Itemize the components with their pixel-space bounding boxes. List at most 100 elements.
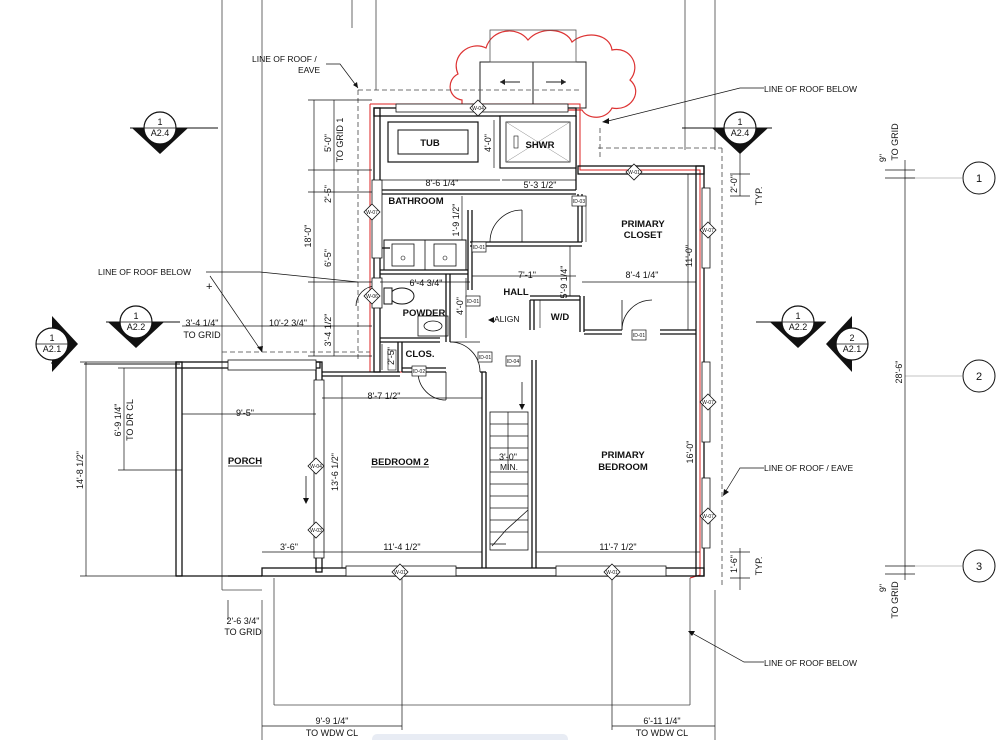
grid-bubble-1: 1	[905, 161, 996, 195]
svg-text:TO GRID: TO GRID	[890, 123, 900, 161]
svg-text:2'-5": 2'-5"	[323, 185, 333, 203]
svg-text:TYP.: TYP.	[754, 187, 764, 206]
svg-text:2: 2	[849, 333, 854, 343]
svg-text:W-04: W-04	[472, 106, 484, 112]
svg-text:W-07: W-07	[702, 400, 714, 406]
note-align: ALIGN	[494, 314, 520, 324]
room-primary-closet-2: CLOSET	[624, 230, 663, 241]
section-marker-top-right: 1 A2.4	[682, 111, 772, 154]
svg-text:18'-0": 18'-0"	[303, 225, 313, 248]
stair	[489, 382, 529, 551]
svg-text:4'-0": 4'-0"	[483, 134, 493, 152]
svg-text:4'-0": 4'-0"	[455, 297, 465, 315]
svg-text:7'-1": 7'-1"	[518, 270, 536, 280]
svg-text:TO WDW CL: TO WDW CL	[306, 728, 358, 738]
svg-text:28'-6": 28'-6"	[894, 361, 904, 384]
svg-text:6'-4 3/4": 6'-4 3/4"	[410, 278, 443, 288]
section-marker-mid-right: 1 A2.2	[756, 305, 826, 348]
svg-text:5'-3 1/2": 5'-3 1/2"	[524, 180, 557, 190]
svg-text:9": 9"	[878, 584, 888, 592]
svg-text:A2.4: A2.4	[151, 128, 170, 138]
svg-text:A2.1: A2.1	[43, 344, 62, 354]
room-closet: CLOS.	[405, 349, 434, 360]
svg-text:W-03: W-03	[310, 528, 322, 534]
svg-text:ID-02: ID-02	[413, 369, 425, 375]
dimension-lines	[80, 99, 915, 730]
note-roof-eave-right: LINE OF ROOF / EAVE	[764, 463, 853, 473]
roof-lines	[221, 0, 716, 740]
grid-bubble-3: 3	[905, 549, 996, 583]
svg-text:11'-0": 11'-0"	[684, 245, 694, 267]
svg-text:11'-7 1/2": 11'-7 1/2"	[599, 542, 636, 552]
svg-text:3'-6": 3'-6"	[280, 542, 298, 552]
svg-text:W-01: W-01	[628, 170, 640, 176]
svg-text:2'-0": 2'-0"	[729, 175, 739, 193]
note-roof-eave-2: EAVE	[298, 65, 320, 75]
svg-text:8'-6 1/4": 8'-6 1/4"	[426, 178, 459, 188]
svg-text:A2.1: A2.1	[843, 344, 862, 354]
svg-text:1: 1	[49, 333, 54, 343]
svg-text:W-07: W-07	[702, 514, 714, 520]
svg-text:ID-01: ID-01	[633, 333, 645, 339]
svg-text:8'-7 1/2": 8'-7 1/2"	[368, 391, 401, 401]
room-powder: POWDER	[403, 308, 446, 319]
svg-text:1: 1	[133, 311, 138, 321]
leader-lines	[206, 63, 764, 663]
note-roof-below-top: LINE OF ROOF BELOW	[764, 84, 857, 94]
room-primary-closet-1: PRIMARY	[621, 219, 665, 230]
svg-text:ID-01: ID-01	[479, 355, 491, 361]
svg-text:1'-9 1/2": 1'-9 1/2"	[451, 204, 461, 237]
svg-text:9'-5": 9'-5"	[236, 408, 254, 418]
window-tags	[307, 99, 717, 581]
svg-text:11'-4 1/2": 11'-4 1/2"	[383, 542, 420, 552]
svg-text:TYP.: TYP.	[754, 557, 764, 576]
svg-text:TO GRID: TO GRID	[890, 581, 900, 619]
elevation-marker-right: 2 A2.1	[826, 316, 869, 372]
room-primary-bedroom-2: BEDROOM	[598, 462, 648, 473]
svg-text:ID-01: ID-01	[467, 299, 479, 305]
svg-text:TO GRID 1: TO GRID 1	[335, 118, 345, 163]
svg-text:W-01: W-01	[606, 570, 618, 576]
svg-text:W-04: W-04	[310, 464, 322, 470]
svg-text:3'-4 1/4": 3'-4 1/4"	[186, 318, 219, 328]
svg-text:6'-5": 6'-5"	[323, 249, 333, 267]
room-shower: SHWR	[525, 140, 554, 151]
svg-text:A2.2: A2.2	[789, 322, 808, 332]
svg-text:+: +	[206, 281, 212, 293]
svg-text:5'-0": 5'-0"	[323, 134, 333, 152]
svg-text:TO DR CL: TO DR CL	[125, 399, 135, 441]
note-min: MIN.	[500, 462, 518, 472]
revision-cloud	[449, 29, 637, 118]
svg-text:9": 9"	[878, 154, 888, 162]
note-roof-below-left: LINE OF ROOF BELOW	[98, 267, 191, 277]
svg-text:9'-9 1/4": 9'-9 1/4"	[316, 716, 349, 726]
section-marker-mid-left: 1 A2.2	[106, 305, 180, 348]
door-tags	[411, 195, 647, 377]
room-porch: PORCH	[228, 456, 262, 467]
svg-text:TO GRID: TO GRID	[183, 330, 221, 340]
svg-text:TO WDW CL: TO WDW CL	[636, 728, 688, 738]
room-tub: TUB	[420, 138, 440, 149]
room-wd: W/D	[551, 312, 570, 323]
svg-text:1: 1	[157, 117, 162, 127]
svg-text:6'-9 1/4": 6'-9 1/4"	[113, 404, 123, 437]
note-roof-below-bottom: LINE OF ROOF BELOW	[764, 658, 857, 668]
svg-text:ID-01: ID-01	[473, 245, 485, 251]
room-primary-bedroom-1: PRIMARY	[601, 450, 645, 461]
svg-text:A2.4: A2.4	[731, 128, 750, 138]
svg-text:10'-2 3/4": 10'-2 3/4"	[269, 318, 307, 328]
svg-text:5'-9 1/4": 5'-9 1/4"	[559, 266, 569, 299]
grid-bubble-2: 2	[905, 359, 996, 393]
svg-text:3'-0": 3'-0"	[499, 452, 517, 462]
svg-text:ID-03: ID-03	[573, 199, 585, 205]
elevation-marker-left: 1 A2.1	[35, 316, 180, 372]
svg-text:1: 1	[976, 173, 982, 185]
svg-text:1: 1	[795, 311, 800, 321]
note-roof-eave-1: LINE OF ROOF /	[252, 54, 317, 64]
svg-text:2: 2	[976, 371, 982, 383]
svg-text:8'-4 1/4": 8'-4 1/4"	[626, 270, 659, 280]
svg-text:16'-0": 16'-0"	[685, 441, 695, 464]
svg-text:13'-6 1/2": 13'-6 1/2"	[330, 453, 340, 491]
svg-text:6'-11 1/4": 6'-11 1/4"	[643, 716, 680, 726]
